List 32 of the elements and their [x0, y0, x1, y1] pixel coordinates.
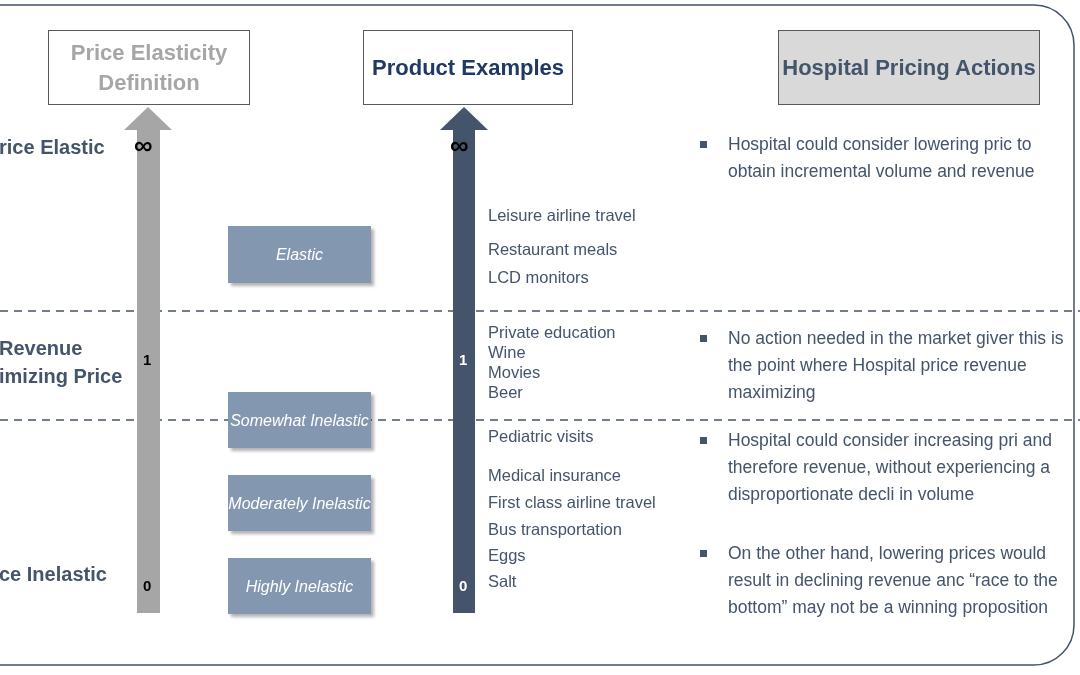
product-item: Bus transportation	[488, 519, 622, 539]
product-item: Eggs	[488, 545, 526, 565]
product-item: Pediatric visits	[488, 426, 594, 446]
category-box: Somewhat Inelastic	[228, 392, 371, 448]
product-item: Medical insurance	[488, 465, 621, 485]
column-header: Price Elasticity Definition	[48, 30, 250, 105]
product-item: Salt	[488, 571, 517, 591]
product-item: LCD monitors	[488, 267, 589, 287]
bullet-text: No action needed in the market giver this is the point where Hospital price revenue maximizing	[728, 327, 1065, 404]
bullet-text: Hospital could consider increasing pri and therefore revenue, without experiencing a disproportionate decli in volume	[728, 429, 1053, 506]
category-box: Moderately Inelastic	[228, 475, 371, 531]
row-label: rice Elastic	[0, 135, 105, 160]
product-item: Private education	[488, 322, 616, 342]
scale-value: 1	[143, 350, 152, 370]
product-item: First class airline travel	[488, 492, 656, 512]
product-item: Beer	[488, 382, 523, 402]
bullet-text: On the other hand, lowering prices would result in declining revenue anc “race to the bottom” may not be a winning proposition	[728, 542, 1059, 619]
product-item: Movies	[488, 362, 541, 382]
product-item: Restaurant meals	[488, 239, 618, 259]
scale-value: 0	[459, 576, 468, 596]
category-box: Highly Inelastic	[228, 558, 371, 614]
scale-value: ∞	[134, 131, 153, 159]
column-header: Product Examples	[363, 30, 573, 105]
row-label: Revenue imizing Price	[0, 336, 124, 389]
column-header: Hospital Pricing Actions	[778, 30, 1040, 105]
bullet-text: Hospital could consider lowering pric to obtain incremental volume and revenue	[728, 133, 1036, 183]
row-label: ce Inelastic	[0, 562, 107, 587]
category-box: Elastic	[228, 226, 371, 283]
product-item: Wine	[488, 342, 526, 362]
scale-value: 1	[459, 350, 468, 370]
scale-value: 0	[143, 576, 152, 596]
product-item: Leisure airline travel	[488, 205, 636, 225]
